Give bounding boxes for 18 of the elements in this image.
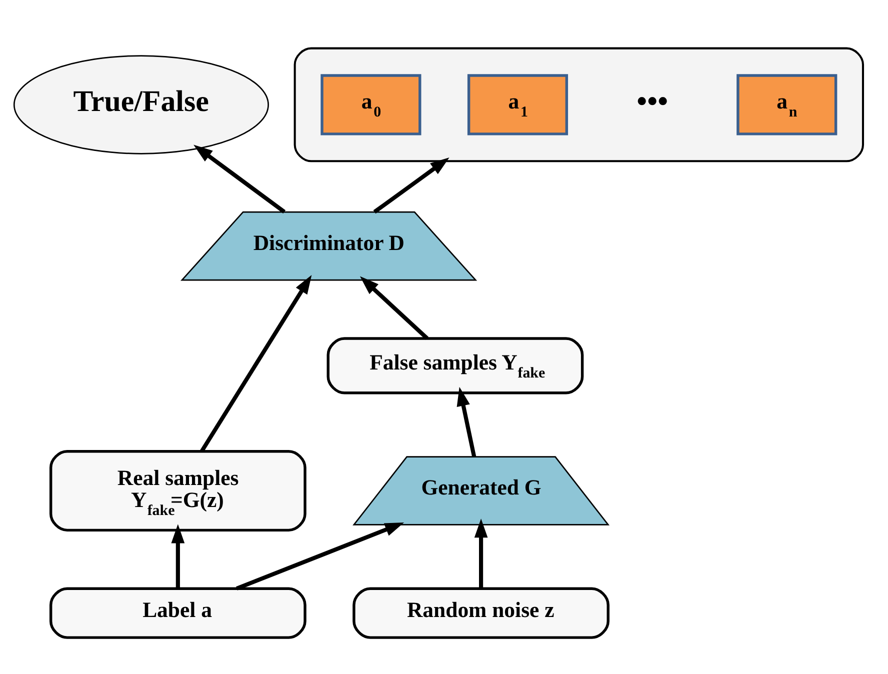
arrow xyxy=(456,386,476,457)
node-box: Random noise z xyxy=(352,586,610,638)
arrow xyxy=(171,524,185,588)
node-box: False samples Y$_{fake}$ xyxy=(326,336,584,394)
node-box: Label a xyxy=(49,586,306,638)
arrow xyxy=(194,144,286,214)
node-box: a$_{1}$ xyxy=(467,74,568,135)
node-ellipse: True/False xyxy=(13,54,269,154)
node-box: a$_{n}$ xyxy=(736,74,838,135)
cluster xyxy=(294,46,864,162)
arrow xyxy=(373,156,450,214)
node-box: Real samples Y$_{fake}$=G(z) xyxy=(49,449,306,532)
node-box: a$_{0}$ xyxy=(320,74,422,135)
arrow xyxy=(236,522,404,590)
arrow xyxy=(200,274,312,452)
label: ••• xyxy=(636,84,668,118)
arrow xyxy=(360,276,429,340)
arrow xyxy=(474,518,488,588)
